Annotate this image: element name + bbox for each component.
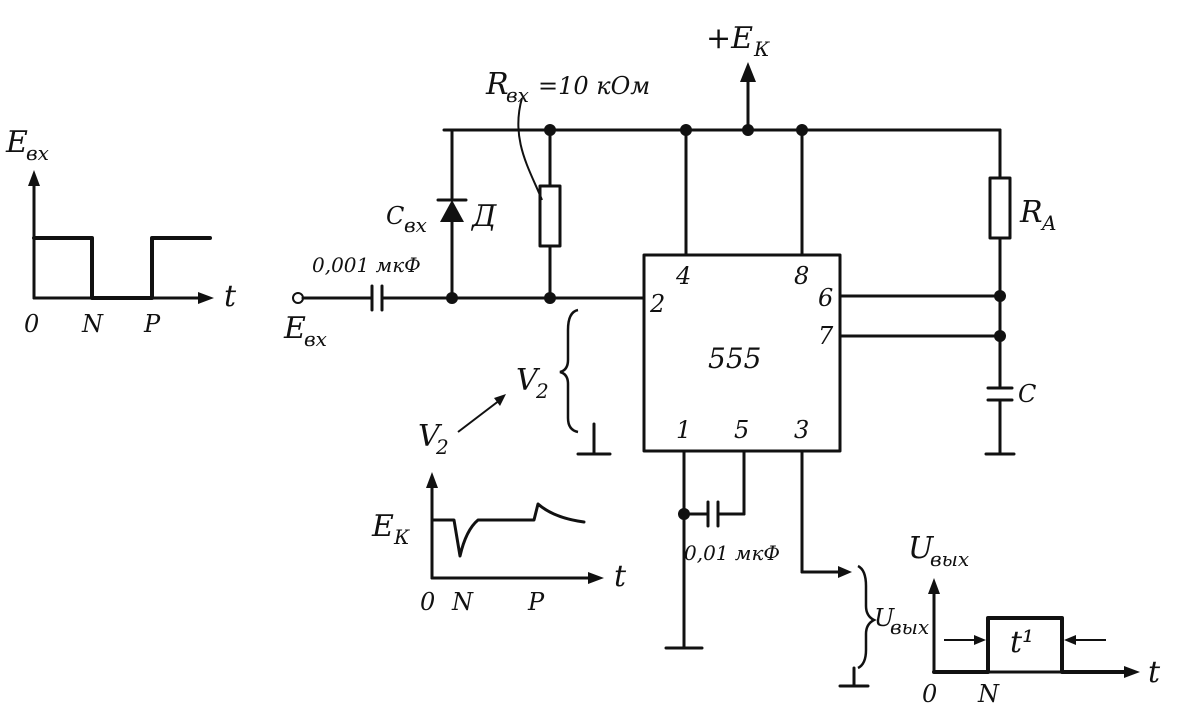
- output-graph-tick-0: 0: [922, 680, 937, 708]
- pin-1-label: 1: [676, 416, 691, 444]
- output-graph-y-arrow: [928, 578, 940, 594]
- v2-brace-icon: [559, 308, 579, 434]
- pin-5-label: 5: [734, 416, 749, 444]
- supply-label-sub: К: [753, 37, 770, 61]
- diode-icon: [436, 198, 468, 222]
- v2-pointer-arrow: [494, 394, 506, 406]
- input-waveform-graph: E вх t 0 N P: [5, 125, 237, 338]
- junction-dot: [742, 124, 754, 136]
- v2-graph-tick-n: N: [451, 588, 474, 616]
- v2-pointer-line: [457, 399, 501, 433]
- cin-value: 0,001 мкФ: [312, 253, 421, 277]
- diode-label: Д: [470, 199, 497, 234]
- rin-label-sub: вх: [506, 83, 529, 107]
- rin-label: R: [485, 67, 509, 102]
- v2-bracket: V 2 V 2: [418, 308, 612, 459]
- v2-waveform-graph: E К t 0 N P: [371, 472, 627, 616]
- ra-body: [988, 176, 1012, 240]
- input-label-sub: вх: [304, 327, 327, 351]
- rin-leader-line: [517, 97, 543, 201]
- output-network: U вых: [800, 449, 929, 688]
- input-graph-ylabel-sub: вх: [26, 141, 49, 165]
- ra-label: R: [1019, 195, 1043, 230]
- pin-4-label: 4: [675, 262, 691, 290]
- supply-arrow-icon: [740, 62, 756, 82]
- v2-trace: [430, 502, 586, 558]
- v2-graph-y-arrow: [426, 472, 438, 488]
- input-label: E: [283, 311, 306, 346]
- input-graph-y-arrow: [28, 170, 40, 186]
- input-graph-tick-n: N: [81, 310, 104, 338]
- input-resistor: R вх =10 кОм: [485, 67, 650, 298]
- pulse-width-arrowhead-left: [974, 635, 986, 645]
- junction-dot: [994, 290, 1006, 302]
- uout-bracket-label: U: [874, 604, 895, 632]
- input-graph-xlabel: t: [224, 279, 237, 314]
- v2-graph-ylabel-sub: К: [393, 525, 410, 549]
- pulse-width-label: t¹: [1010, 625, 1034, 660]
- input-graph-tick-p: P: [143, 310, 161, 338]
- junction-dot: [446, 292, 458, 304]
- chip-body: [642, 253, 842, 453]
- chip-555: 555 4 8 2 6 7 1 5 3: [642, 128, 842, 453]
- chip-name: 555: [708, 342, 761, 375]
- output-arrow-icon: [838, 566, 852, 578]
- v2-graph-xlabel: t: [614, 559, 627, 594]
- input-line: 0,001 мкФ E вх: [283, 253, 646, 351]
- output-pulse-trace: [932, 616, 1132, 674]
- pin1-pin5-network: 0,01 мкФ: [664, 449, 780, 650]
- pin-7-label: 7: [818, 322, 834, 350]
- rin-body: [538, 184, 562, 248]
- v2-graph-tick-p: P: [527, 588, 545, 616]
- v2-pointer-label: V: [418, 419, 443, 454]
- supply-rail: +E К: [442, 21, 1002, 136]
- output-graph-xlabel: t: [1148, 655, 1161, 690]
- rin-value: =10 кОм: [538, 72, 650, 100]
- pulse-width-arrowhead-right: [1064, 635, 1076, 645]
- output-graph-tick-n: N: [977, 680, 1000, 708]
- pin-8-label: 8: [794, 262, 809, 290]
- supply-label: +E: [706, 21, 753, 56]
- input-graph-ylabel: E: [5, 125, 28, 160]
- ctrl-cap-value: 0,01 мкФ: [684, 541, 780, 565]
- output-graph-ylabel: U: [908, 531, 935, 566]
- timing-network: R A C: [838, 128, 1056, 456]
- pin-3-label: 3: [794, 416, 809, 444]
- cin-label-sub: вх: [404, 213, 427, 237]
- pin-2-label: 2: [649, 290, 665, 318]
- v2-graph-ylabel: E: [371, 509, 394, 544]
- junction-dot: [544, 292, 556, 304]
- junction-dot: [994, 330, 1006, 342]
- ra-label-sub: A: [1040, 211, 1056, 235]
- input-pulse-trace: [32, 236, 212, 300]
- v2-graph-x-arrow: [588, 572, 604, 584]
- uout-bracket-label-sub: вых: [890, 615, 929, 639]
- uout-brace-icon: [857, 564, 877, 670]
- timing-cap-label: C: [1018, 380, 1036, 408]
- output-graph-ylabel-sub: вых: [930, 547, 969, 571]
- diode-branch: C вх Д: [386, 128, 497, 298]
- v2-graph-tick-0: 0: [420, 588, 435, 616]
- cin-label: C: [386, 202, 404, 230]
- v2-label-sub: 2: [535, 379, 549, 403]
- v2-pointer-label-sub: 2: [435, 435, 449, 459]
- v2-label: V: [516, 363, 541, 398]
- pin-6-label: 6: [818, 284, 833, 312]
- input-graph-x-arrow: [198, 292, 214, 304]
- input-graph-tick-0: 0: [24, 310, 39, 338]
- output-waveform-graph: t¹ U вых t 0 N: [908, 531, 1161, 708]
